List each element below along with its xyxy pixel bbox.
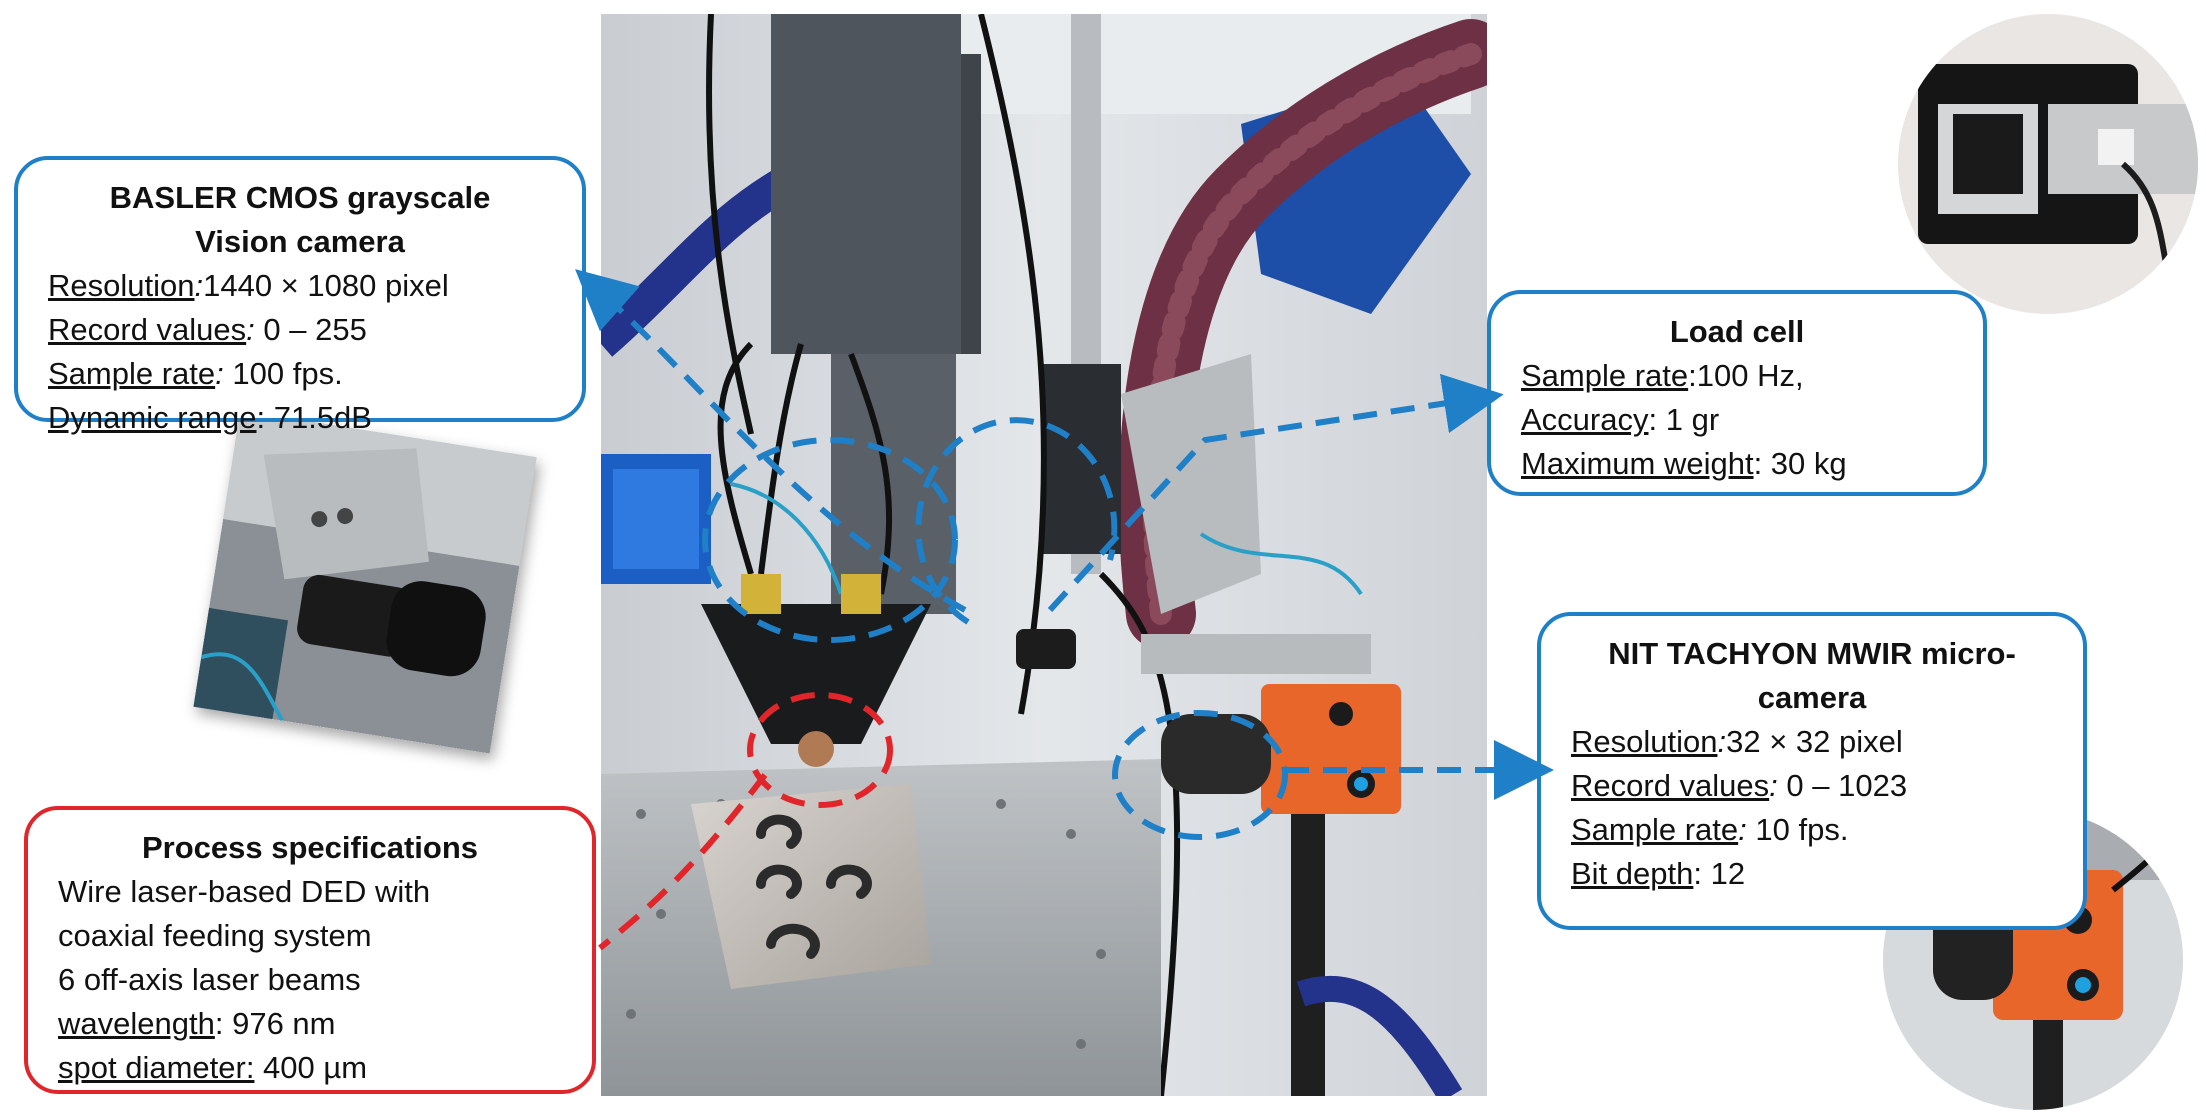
basler-spec-dynamic-range: Dynamic range: 71.5dB xyxy=(48,400,372,435)
process-line-beams: 6 off-axis laser beams xyxy=(58,962,361,997)
load-cell-callout: Load cell Sample rate:100 Hz, Accuracy: … xyxy=(1487,290,1987,496)
load-cell-spec-max-weight: Maximum weight: 30 kg xyxy=(1521,446,1847,481)
basler-spec-resolution: Resolution:1440 × 1080 pixel xyxy=(48,268,449,303)
load-cell-illustration xyxy=(1898,14,2198,314)
nit-spec-sample-rate: Sample rate: 10 fps. xyxy=(1571,812,1849,847)
basler-spec-record-values: Record values: 0 – 255 xyxy=(48,312,367,347)
process-line-method: Wire laser-based DED with xyxy=(58,874,431,909)
basler-camera-inset-photo xyxy=(193,410,537,754)
process-line-feeding: coaxial feeding system xyxy=(58,918,372,953)
process-spec-wavelength: wavelength: 976 nm xyxy=(58,1006,336,1041)
nit-callout-title-line1: NIT TACHYON MWIR micro- xyxy=(1608,636,2016,671)
nit-spec-resolution: Resolution:32 × 32 pixel xyxy=(1571,724,1903,759)
basler-callout-title-line2: Vision camera xyxy=(195,224,405,259)
process-specifications-callout: Process specifications Wire laser-based … xyxy=(24,806,596,1094)
process-callout-title: Process specifications xyxy=(142,830,478,865)
main-setup-illustration xyxy=(601,14,1487,1096)
process-spec-spot-diameter: spot diameter: 400 µm xyxy=(58,1050,368,1085)
load-cell-inset-photo xyxy=(1898,14,2198,314)
load-cell-callout-title: Load cell xyxy=(1669,314,1805,349)
load-cell-spec-accuracy: Accuracy: 1 gr xyxy=(1521,402,1720,437)
basler-spec-sample-rate: Sample rate: 100 fps. xyxy=(48,356,343,391)
nit-spec-bit-depth: Bit depth: 12 xyxy=(1571,856,1746,891)
load-cell-spec-sample-rate: Sample rate:100 Hz, xyxy=(1521,358,1804,393)
basler-camera-illustration xyxy=(193,410,537,754)
nit-callout-title-line2: camera xyxy=(1757,680,1867,715)
nit-spec-record-values: Record values: 0 – 1023 xyxy=(1571,768,1908,803)
basler-camera-callout: BASLER CMOS grayscale Vision camera Reso… xyxy=(14,156,586,435)
nit-camera-callout: NIT TACHYON MWIR micro- camera Resolutio… xyxy=(1537,612,2087,930)
main-setup-photo xyxy=(601,14,1487,1096)
basler-callout-title-line1: BASLER CMOS grayscale xyxy=(109,180,491,215)
